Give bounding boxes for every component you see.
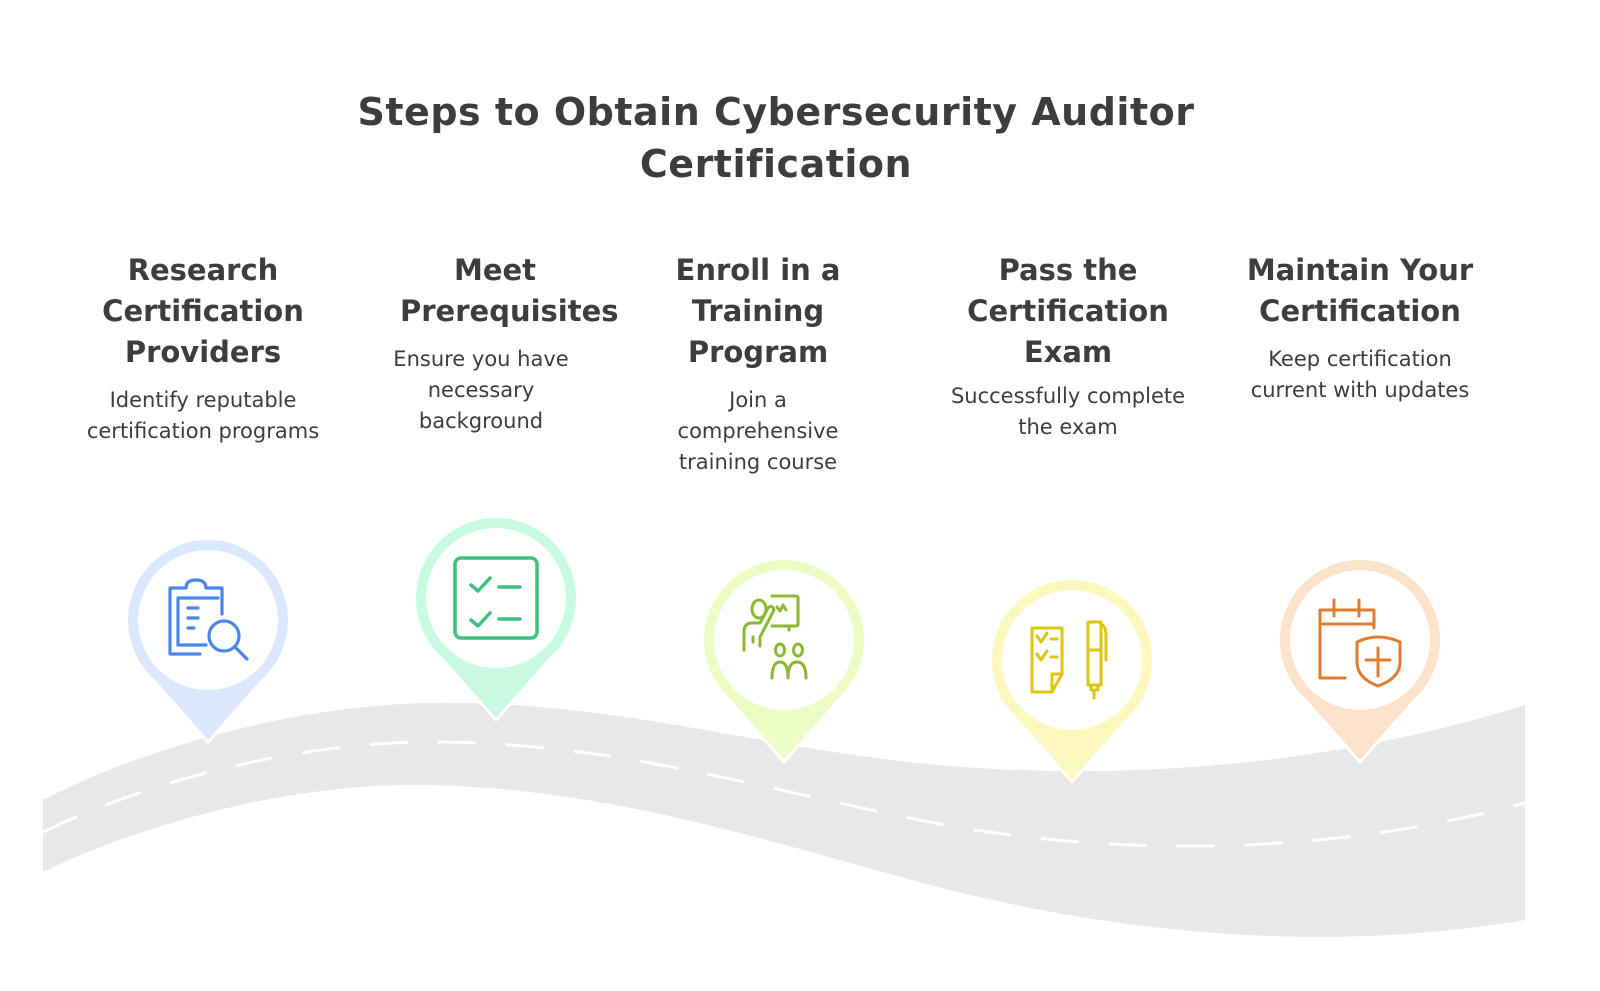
step-description: Successfully complete the exam [950,384,1186,439]
checklist-icon [453,556,539,640]
step-description: Ensure you have necessary background [393,347,569,433]
step-heading: Meet Prerequisites [400,253,619,328]
step-meet-prerequisites: Meet Prerequisites Ensure you have neces… [370,250,620,437]
step-description: Keep certification current with updates [1250,347,1470,402]
step-enroll-training: Enroll in a Training Program Join a comp… [628,250,888,478]
pin-3 [704,560,864,765]
step-heading: Maintain Your Certification [1246,253,1474,328]
calendar-shield-icon [1318,598,1402,688]
exam-pen-icon [1030,620,1108,700]
road [43,702,1525,937]
pin-2 [416,518,576,723]
step-research-providers: Research Certification Providers Identif… [73,250,333,447]
step-description: Identify reputable certification program… [86,388,320,443]
step-heading: Enroll in a Training Program [675,253,841,369]
pin-5 [1280,560,1440,765]
pin-4 [992,580,1152,785]
step-maintain-certification: Maintain Your Certification Keep certifi… [1230,250,1490,406]
step-heading: Pass the Certification Exam [967,253,1169,369]
page-title: Steps to Obtain Cybersecurity Auditor Ce… [357,90,1195,186]
step-pass-exam: Pass the Certification Exam Successfully… [938,250,1198,443]
presentation-training-icon [742,594,808,680]
clipboard-search-icon [168,578,249,661]
step-heading: Research Certification Providers [102,253,304,369]
pin-1 [128,540,288,745]
road-center-dashes [42,740,1526,848]
step-description: Join a comprehensive training course [677,388,839,474]
